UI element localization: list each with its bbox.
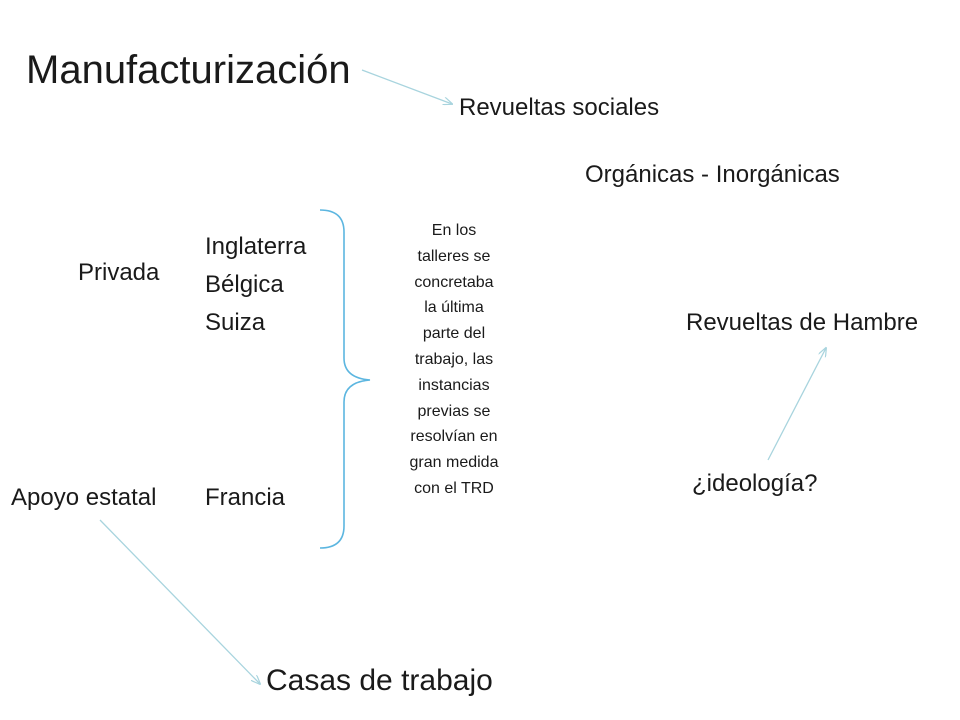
note-line: talleres se bbox=[417, 247, 491, 265]
note-line: con el TRD bbox=[414, 479, 494, 497]
country-francia: Francia bbox=[205, 484, 286, 511]
curly-brace bbox=[319, 209, 371, 549]
note-line: parte del bbox=[422, 325, 486, 343]
note-line: instancias bbox=[418, 376, 490, 394]
country-inglaterra: Inglaterra bbox=[205, 233, 307, 260]
revueltas-sociales-label: Revueltas sociales bbox=[459, 94, 660, 121]
arrow-manufacturizacion-to-revueltas-sociales bbox=[361, 69, 452, 104]
note-line: previas se bbox=[417, 402, 491, 420]
country-belgica: Bélgica bbox=[205, 271, 284, 298]
casas-de-trabajo-label: Casas de trabajo bbox=[266, 664, 493, 697]
apoyo-estatal-label: Apoyo estatal bbox=[11, 484, 157, 511]
country-list: Inglaterra Bélgica Suiza bbox=[205, 228, 306, 342]
note-line: concretaba bbox=[414, 273, 494, 291]
privada-label: Privada bbox=[78, 259, 160, 286]
ideologia-label: ¿ideología? bbox=[692, 470, 818, 497]
organicas-inorganicas-label: Orgánicas - Inorgánicas bbox=[585, 161, 840, 188]
arrow-ideologia-to-revueltas-hambre bbox=[767, 348, 826, 461]
note-line: resolvían en bbox=[410, 428, 498, 446]
country-suiza: Suiza bbox=[205, 309, 266, 336]
note-line: la última bbox=[424, 299, 484, 317]
note-line: En los bbox=[431, 222, 477, 239]
revueltas-de-hambre-label: Revueltas de Hambre bbox=[686, 309, 919, 336]
note-line: gran medida bbox=[409, 454, 499, 472]
arrow-apoyo-estatal-to-casas-de-trabajo bbox=[99, 519, 260, 684]
note-line: trabajo, las bbox=[414, 350, 494, 368]
page-title: Manufacturización bbox=[26, 48, 351, 92]
talleres-note: En los talleres se concretaba la última … bbox=[378, 218, 530, 502]
